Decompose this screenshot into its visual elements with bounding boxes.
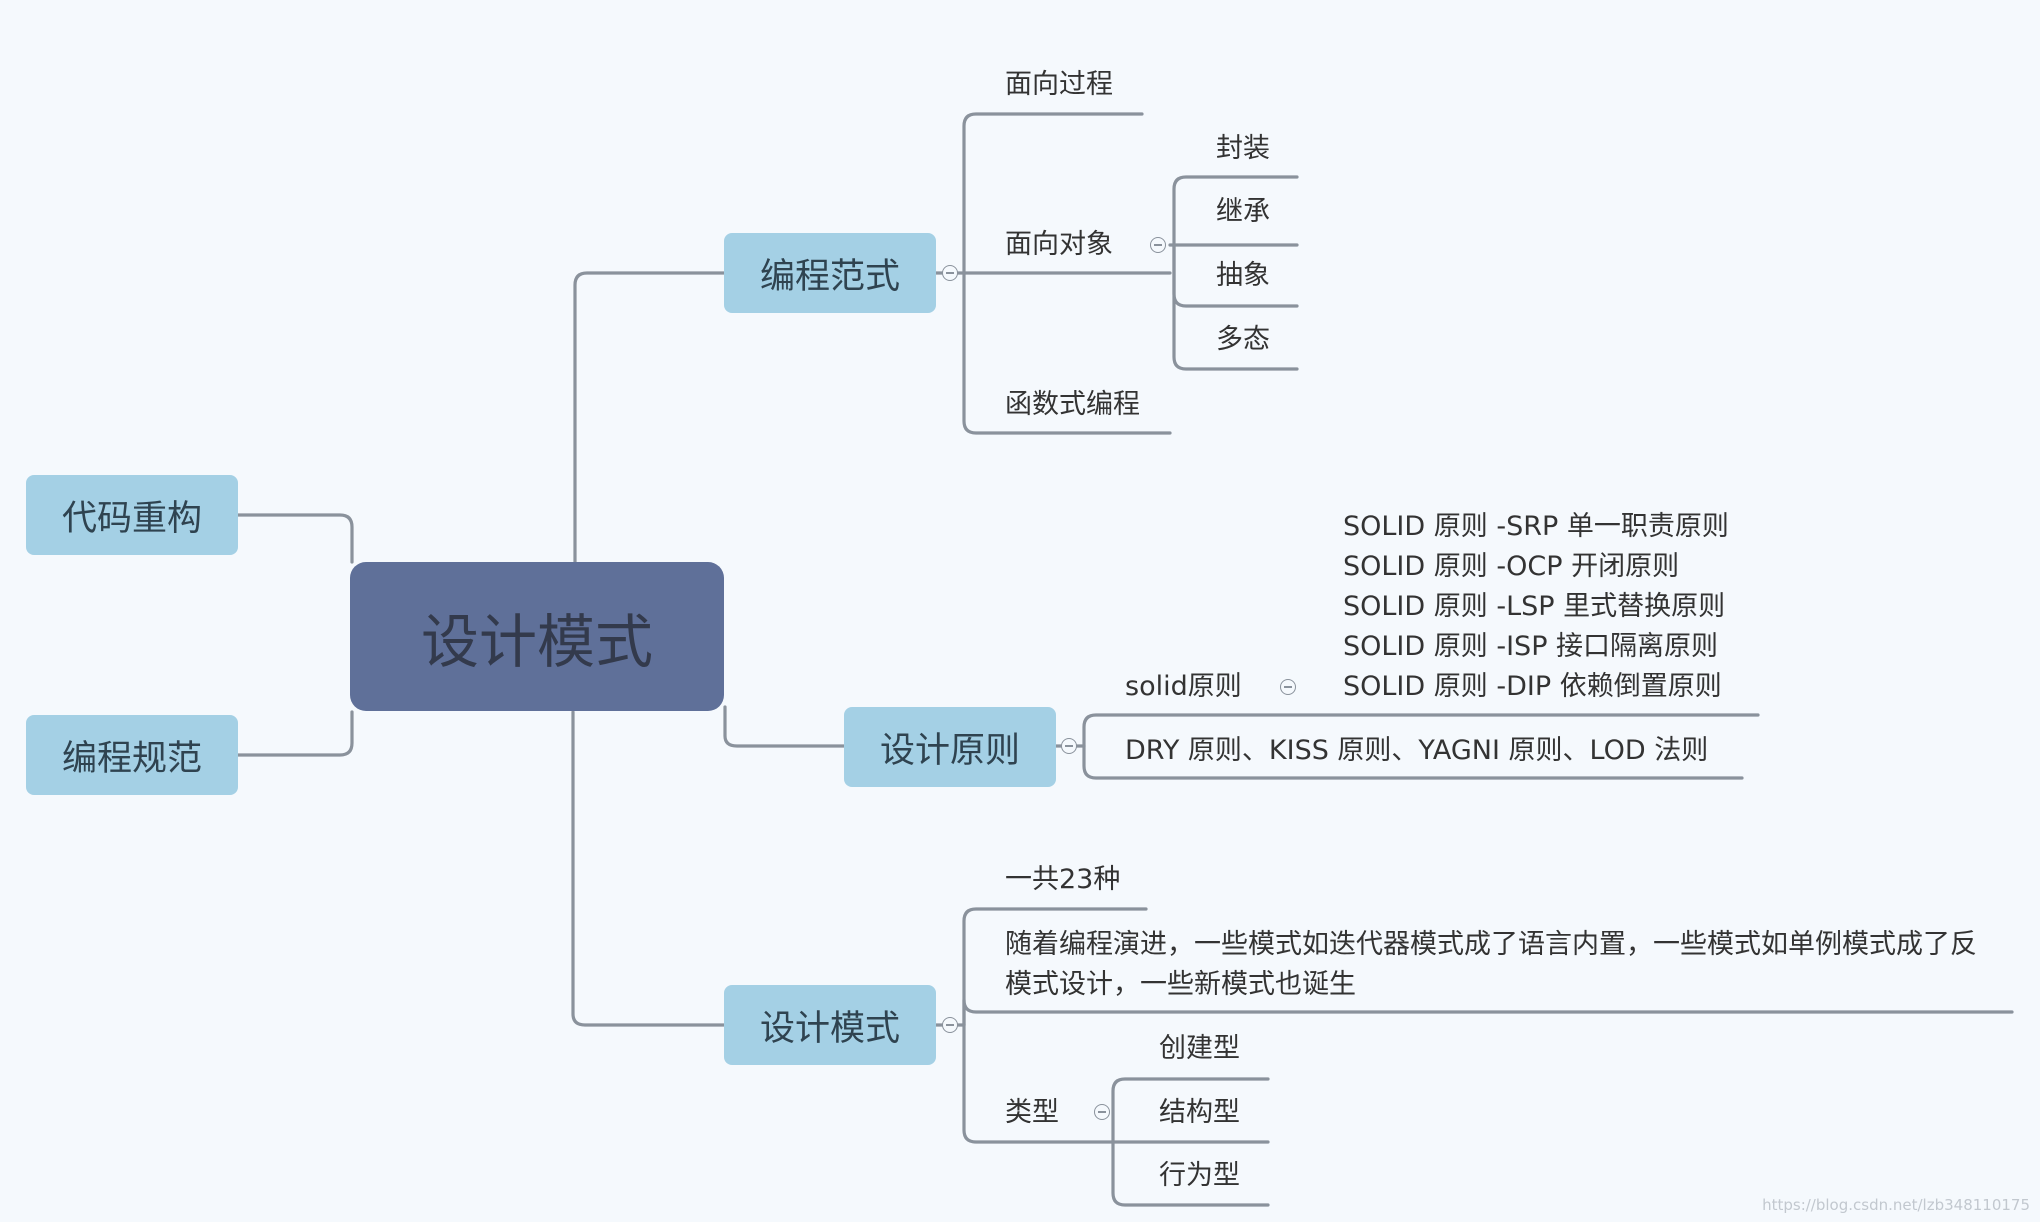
collapse-toggle-icon[interactable]: [1094, 1104, 1110, 1120]
topic-behavioral[interactable]: 行为型: [1159, 1160, 1240, 1191]
node-programming-paradigm[interactable]: 编程范式: [724, 233, 936, 313]
topic-inheritance[interactable]: 继承: [1216, 196, 1270, 227]
topic-encapsulation[interactable]: 封装: [1216, 133, 1270, 164]
topic-functional[interactable]: 函数式编程: [1005, 389, 1140, 420]
topic-polymorphism[interactable]: 多态: [1216, 324, 1270, 355]
topic-object-oriented[interactable]: 面向对象: [1005, 229, 1113, 260]
topic-structural[interactable]: 结构型: [1159, 1097, 1240, 1128]
collapse-toggle-icon[interactable]: [942, 265, 958, 281]
collapse-toggle-icon[interactable]: [942, 1017, 958, 1033]
topic-solid-dip[interactable]: SOLID 原则 -DIP 依赖倒置原则: [1343, 671, 1722, 702]
collapse-toggle-icon[interactable]: [1280, 679, 1296, 695]
node-coding-standards[interactable]: 编程规范: [26, 715, 238, 795]
topic-solid-isp[interactable]: SOLID 原则 -ISP 接口隔离原则: [1343, 631, 1719, 662]
topic-procedural[interactable]: 面向过程: [1005, 69, 1113, 100]
topic-pattern-types[interactable]: 类型: [1005, 1097, 1059, 1128]
collapse-toggle-icon[interactable]: [1150, 237, 1166, 253]
topic-solid-srp[interactable]: SOLID 原则 -SRP 单一职责原则: [1343, 511, 1729, 542]
collapse-toggle-icon[interactable]: [1061, 738, 1077, 754]
node-code-refactoring[interactable]: 代码重构: [26, 475, 238, 555]
central-topic[interactable]: 设计模式: [350, 562, 724, 711]
topic-pattern-count[interactable]: 一共23种: [1005, 864, 1121, 895]
topic-pattern-evolution[interactable]: 随着编程演进，一些模式如迭代器模式成了语言内置，一些模式如单例模式成了反模式设计…: [1005, 929, 1977, 1000]
topic-other-principles[interactable]: DRY 原则、KISS 原则、YAGNI 原则、LOD 法则: [1125, 735, 1709, 766]
topic-solid-lsp[interactable]: SOLID 原则 -LSP 里式替换原则: [1343, 591, 1726, 622]
topic-solid[interactable]: solid原则: [1125, 671, 1242, 702]
node-design-principles[interactable]: 设计原则: [844, 707, 1056, 787]
watermark: https://blog.csdn.net/lzb348110175: [1762, 1196, 2030, 1214]
node-design-patterns[interactable]: 设计模式: [724, 985, 936, 1065]
topic-abstraction[interactable]: 抽象: [1216, 260, 1270, 291]
topic-solid-ocp[interactable]: SOLID 原则 -OCP 开闭原则: [1343, 551, 1680, 582]
topic-creational[interactable]: 创建型: [1159, 1033, 1240, 1064]
